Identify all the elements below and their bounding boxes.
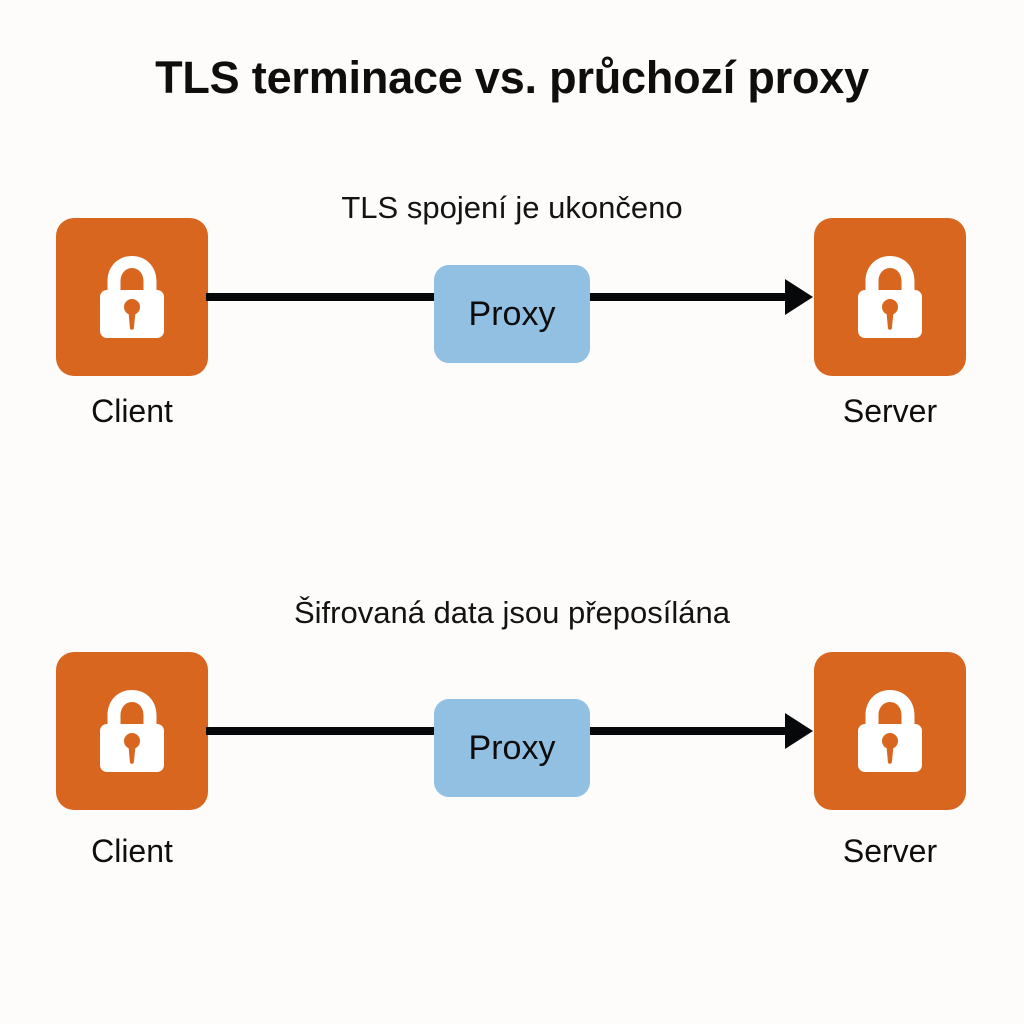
client-node[interactable] xyxy=(56,218,208,376)
server-node[interactable] xyxy=(814,652,966,810)
proxy-node[interactable]: Proxy xyxy=(434,699,590,797)
client-label: Client xyxy=(91,833,173,869)
row-caption: TLS spojení je ukončeno xyxy=(341,190,683,225)
server-label: Server xyxy=(842,833,938,869)
lock-icon xyxy=(858,256,922,338)
arrow-head-icon xyxy=(785,713,813,749)
connection-line-client-proxy xyxy=(206,293,438,301)
proxy-node[interactable]: Proxy xyxy=(434,265,590,363)
server-node[interactable] xyxy=(814,218,966,376)
arrow-head-icon xyxy=(785,279,813,315)
server-label: Server xyxy=(842,393,938,429)
lock-icon xyxy=(100,256,164,338)
row-caption: Šifrovaná data jsou přeposílána xyxy=(293,595,730,630)
connection-line-client-proxy xyxy=(206,727,438,735)
lock-icon xyxy=(100,690,164,772)
connection-line-proxy-server xyxy=(586,293,801,301)
connection-line-proxy-server xyxy=(586,727,801,735)
client-label: Client xyxy=(91,393,173,429)
lock-icon xyxy=(858,690,922,772)
page-title: TLS terminace vs. průchozí proxy xyxy=(155,52,869,103)
client-node[interactable] xyxy=(56,652,208,810)
